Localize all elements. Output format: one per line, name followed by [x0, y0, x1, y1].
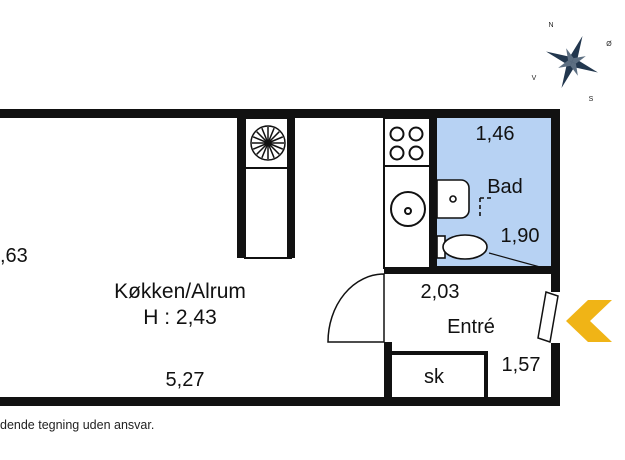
fan-spoke: [267, 127, 275, 144]
compass-west: V: [532, 75, 537, 82]
closet-name: sk: [424, 366, 445, 388]
compass-rose-icon: [546, 36, 598, 88]
entrance-arrow-icon: [566, 300, 612, 342]
entrance-name: Entré: [447, 316, 495, 338]
fan-spoke: [267, 142, 275, 159]
fan-spoke: [252, 136, 269, 144]
fan-spoke: [267, 136, 284, 144]
fan-icon: [250, 125, 286, 161]
kitchen-name: Køkken/Alrum: [114, 280, 246, 303]
entrance-width-dim: 2,03: [421, 281, 460, 303]
doors: [327, 273, 559, 343]
fan-spoke: [261, 142, 269, 159]
fan-spoke: [261, 127, 269, 144]
kitchen-depth-dim: ,63: [0, 245, 28, 267]
compass-north: N: [548, 22, 553, 29]
walls: [0, 109, 560, 406]
fan-spoke: [267, 142, 284, 150]
entrance-depth-dim: 1,57: [502, 354, 541, 376]
kitchen-height: H : 2,43: [143, 306, 217, 329]
fan-spoke: [256, 131, 269, 144]
bathroom-name: Bad: [487, 176, 523, 198]
fan-spoke: [267, 131, 280, 144]
disclaimer-text: dende tegning uden ansvar.: [0, 418, 155, 432]
fan-spoke: [267, 142, 280, 155]
compass-east: Ø: [606, 41, 612, 48]
bathroom-width-dim: 1,46: [476, 123, 515, 145]
bathroom-fixtures: [436, 179, 552, 271]
fan-spoke: [252, 142, 269, 150]
kitchen-fixtures: [237, 117, 431, 269]
bathroom-depth-dim: 1,90: [501, 225, 540, 247]
fan-spoke: [256, 142, 269, 155]
kitchen-width-dim: 5,27: [166, 369, 205, 391]
compass-south: S: [589, 96, 594, 103]
